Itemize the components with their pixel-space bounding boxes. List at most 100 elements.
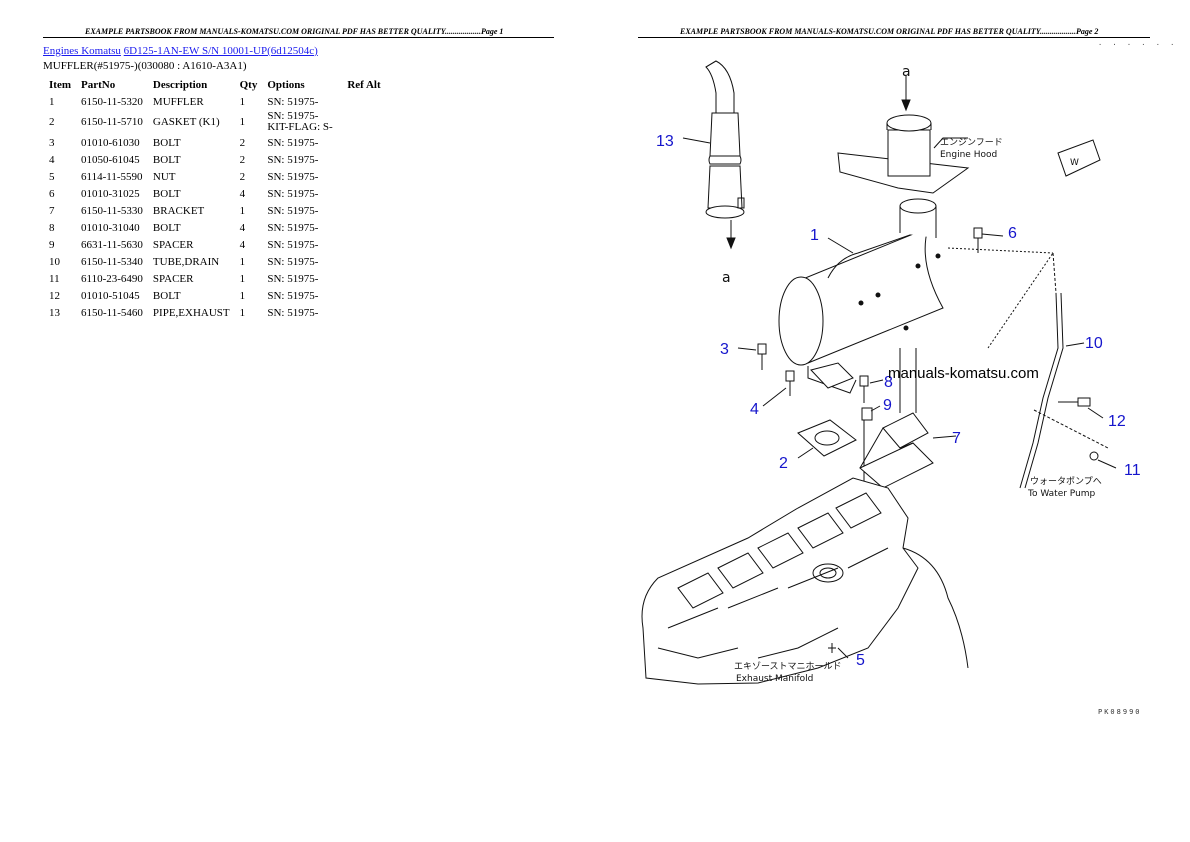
cell-options: SN: 51975-	[267, 187, 319, 200]
callout-2: 2	[779, 455, 788, 472]
cell-ref-alt	[342, 93, 385, 110]
table-row: 10 6150-11-5340 TUBE,DRAIN 1 SN: 51975-	[44, 253, 386, 270]
cell-item: 8	[49, 221, 55, 234]
cell-options: SN: 51975-	[267, 95, 319, 108]
cell-partno: 6631-11-5630	[81, 238, 143, 251]
ref-a-top: a	[902, 64, 911, 80]
cell-partno: 6150-11-5330	[81, 204, 143, 217]
cell-qty: 1	[239, 306, 246, 319]
callout-5: 5	[856, 652, 865, 669]
cell-item: 13	[49, 306, 60, 319]
cell-partno: 01010-31025	[81, 187, 140, 200]
leader-lines	[682, 137, 1117, 659]
cell-options: SN: 51975-	[267, 204, 319, 217]
cell-qty: 2	[239, 170, 246, 183]
cell-ref-alt	[342, 219, 385, 236]
watermark-text: manuals-komatsu.com	[888, 365, 1039, 382]
cell-options: SN: 51975-	[267, 272, 319, 285]
cell-description: BOLT	[152, 221, 181, 234]
exploded-parts-diagram: W	[641, 60, 1141, 685]
breadcrumb-link-engines[interactable]: Engines Komatsu	[43, 45, 121, 57]
col-header-description: Description	[152, 79, 208, 91]
svg-text:W: W	[1070, 158, 1079, 168]
drain-tube-drawing	[947, 247, 1109, 489]
cell-item: 3	[49, 136, 55, 149]
breadcrumb-link-model[interactable]: 6D125-1AN-EW S/N 10001-UP(6d12504c)	[123, 45, 318, 57]
callout-7: 7	[952, 430, 961, 447]
cell-partno: 6150-11-5340	[81, 255, 143, 268]
cell-item: 1	[49, 95, 55, 108]
cell-ref-alt	[342, 304, 385, 321]
cell-item: 2	[49, 116, 55, 128]
cell-item: 7	[49, 204, 55, 217]
cell-description: BRACKET	[152, 204, 205, 217]
callout-11: 11	[1124, 462, 1141, 479]
cell-qty: 1	[239, 116, 246, 128]
cell-partno: 6114-11-5590	[81, 170, 143, 183]
page-2-header: EXAMPLE PARTSBOOK FROM MANUALS-KOMATSU.C…	[680, 27, 1099, 36]
cell-ref-alt	[342, 287, 385, 304]
tag-symbol-icon: W	[1057, 139, 1101, 177]
page-2-header-rule	[638, 37, 1150, 38]
cell-qty: 1	[239, 204, 246, 217]
cell-qty: 1	[239, 255, 246, 268]
cell-description: NUT	[152, 170, 176, 183]
exhaust-pipe-drawing	[705, 60, 745, 250]
cell-qty: 1	[239, 289, 246, 302]
cell-ref-alt	[342, 110, 385, 134]
bolt-drawings	[757, 227, 1091, 558]
callout-8: 8	[884, 374, 893, 391]
cell-partno: 01010-61030	[81, 136, 140, 149]
callout-1: 1	[810, 227, 819, 244]
callout-12: 12	[1108, 413, 1126, 430]
cell-options: SN: 51975-	[267, 153, 319, 166]
engine-hood-drawing	[837, 76, 970, 194]
cell-options: SN: 51975-	[267, 255, 319, 268]
cell-description: BOLT	[152, 187, 181, 200]
table-header-row: Item PartNo Description Qty Options Ref …	[44, 77, 386, 93]
cell-ref-alt	[342, 134, 385, 151]
cell-qty: 4	[239, 221, 246, 234]
exhaust-manifold-drawing	[641, 477, 969, 685]
table-row: 1 6150-11-5320 MUFFLER 1 SN: 51975-	[44, 93, 386, 110]
cell-partno: 01010-31040	[81, 221, 140, 234]
cell-description: SPACER	[152, 238, 194, 251]
cell-qty: 1	[239, 95, 246, 108]
col-header-options: Options	[267, 79, 305, 91]
cell-item: 5	[49, 170, 55, 183]
cell-partno: 01010-51045	[81, 289, 140, 302]
callout-4: 4	[750, 401, 759, 418]
cell-partno: 6110-23-6490	[81, 272, 143, 285]
cell-ref-alt	[342, 151, 385, 168]
cell-qty: 4	[239, 187, 246, 200]
water-pump-label-jp: ウォータポンプへ	[1030, 476, 1102, 487]
cell-description: BOLT	[152, 289, 181, 302]
parts-table: Item PartNo Description Qty Options Ref …	[44, 77, 386, 321]
cell-partno: 6150-11-5460	[81, 306, 143, 319]
cell-item: 10	[49, 255, 60, 268]
engine-hood-label-en: Engine Hood	[940, 150, 997, 160]
exhaust-manifold-label-en: Exhaust Manifold	[736, 674, 813, 684]
callout-13: 13	[656, 133, 674, 150]
gasket-drawing	[797, 419, 857, 457]
callout-9: 9	[883, 397, 892, 414]
cell-qty: 2	[239, 136, 246, 149]
cell-item: 4	[49, 153, 55, 166]
cell-description: TUBE,DRAIN	[152, 255, 220, 268]
cell-partno: 6150-11-5320	[81, 95, 143, 108]
cell-qty: 1	[239, 272, 246, 285]
cell-ref-alt	[342, 168, 385, 185]
cell-options: SN: 51975-	[267, 238, 319, 251]
cell-description: BOLT	[152, 153, 181, 166]
ref-a-bottom: a	[722, 270, 731, 286]
callout-10: 10	[1085, 335, 1103, 352]
col-header-item: Item	[49, 79, 71, 91]
cell-options: SN: 51975- KIT-FLAG: S-	[267, 110, 333, 133]
col-header-ref-alt: Ref Alt	[347, 79, 381, 91]
cell-description: GASKET (K1)	[152, 116, 220, 128]
cell-description: MUFFLER	[152, 95, 204, 108]
